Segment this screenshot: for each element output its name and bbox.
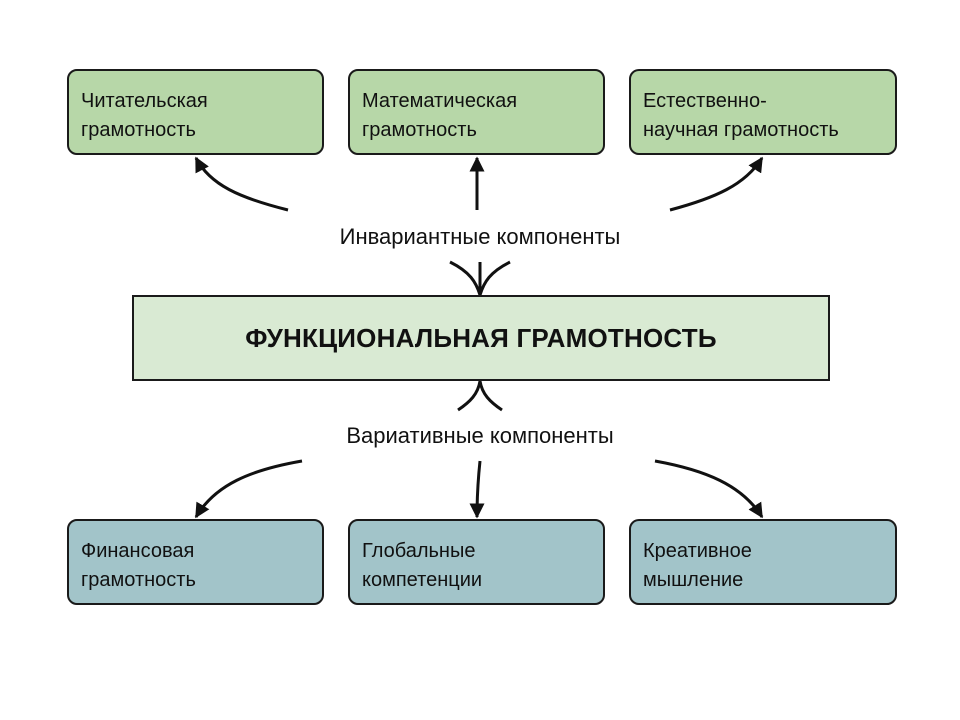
- fork-up-to-invariant-label: [449, 260, 511, 296]
- arrow-to-global-competencies: [469, 460, 485, 519]
- math-literacy-box: Математическая грамотность: [348, 69, 605, 155]
- functional-literacy-box: ФУНКЦИОНАЛЬНАЯ ГРАМОТНОСТЬ: [132, 295, 830, 381]
- creative-thinking-box: Креативное мышление: [629, 519, 897, 605]
- science-literacy-box: Естественно- научная грамотность: [629, 69, 897, 155]
- global-competencies-box: Глобальные компетенции: [348, 519, 605, 605]
- functional-literacy-label: ФУНКЦИОНАЛЬНАЯ ГРАМОТНОСТЬ: [245, 322, 717, 353]
- invariant-components-label: Инвариантные компоненты: [339, 224, 621, 249]
- financial-literacy-box: Финансовая грамотность: [67, 519, 324, 605]
- arrow-to-financial-literacy: [194, 459, 303, 519]
- reading-literacy-box: Читательская грамотность: [67, 69, 324, 155]
- variative-components-label: Вариативные компоненты: [346, 423, 614, 448]
- arrow-to-reading-literacy: [194, 156, 289, 212]
- fork-down-to-variative-label: [457, 380, 503, 412]
- arrow-to-science-literacy: [669, 156, 764, 212]
- arrow-to-creative-thinking: [654, 459, 764, 519]
